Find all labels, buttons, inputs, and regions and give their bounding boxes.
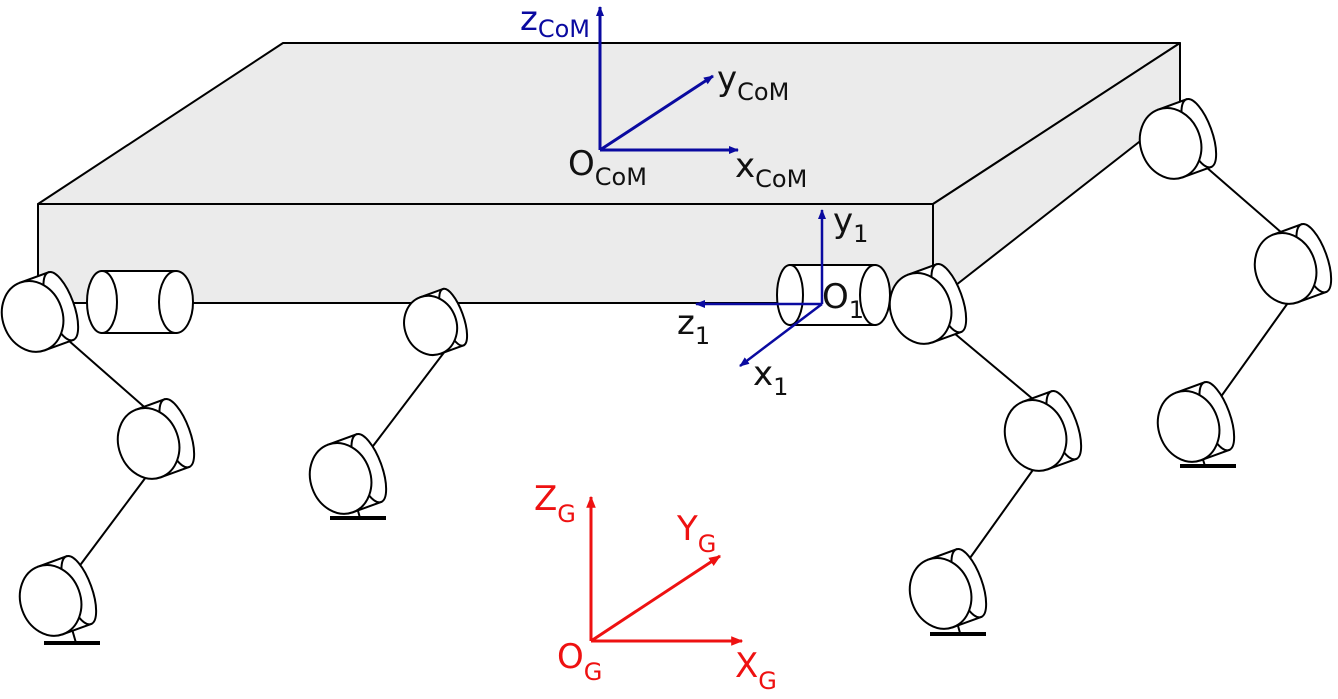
axis-y-g	[590, 554, 722, 643]
label-y-1: y1	[833, 201, 868, 248]
cylinder-fr-knee	[1003, 390, 1083, 472]
label-x-g: XG	[735, 646, 777, 695]
feet	[44, 464, 1236, 645]
label-o-1: O1	[822, 277, 864, 324]
cylinder-fr-hip-roll	[888, 263, 968, 345]
cylinder-fl-knee	[116, 398, 196, 480]
axis-x-1	[739, 303, 823, 367]
joint-cylinders	[0, 98, 1333, 637]
axis-y-com	[599, 74, 714, 152]
cylinder-joint-1	[776, 264, 891, 326]
frame-joint-1: y1 O1 z1 x1	[677, 201, 868, 401]
label-z-g: ZG	[534, 479, 576, 528]
cylinder-rr-hip	[1138, 98, 1218, 180]
label-o-g: OG	[557, 637, 602, 686]
leg-fl-shank	[74, 464, 156, 573]
label-z-1: z1	[677, 303, 710, 350]
label-y-g: YG	[676, 509, 716, 558]
cylinder-fl-ankle	[18, 555, 98, 637]
leg-fl-thigh	[59, 332, 151, 413]
leg-rr-shank	[1214, 299, 1291, 406]
cylinder-rr-knee	[1253, 223, 1333, 305]
cylinder-rr-ankle	[1156, 381, 1236, 463]
leg-fr-thigh	[947, 327, 1041, 406]
leg-rl-shank	[369, 337, 456, 451]
label-x-1: x1	[753, 354, 788, 401]
cylinder-fr-ankle	[908, 548, 988, 630]
frame-com: zCoM yCoM OCoM xCoM	[520, 0, 807, 193]
label-o-com: OCoM	[568, 144, 647, 191]
cylinder-fl-hip-pitch	[86, 270, 194, 334]
label-z-com: zCoM	[520, 0, 590, 43]
label-x-com: xCoM	[735, 146, 807, 193]
cylinder-rl-knee	[308, 433, 388, 515]
leg-rr-thigh	[1197, 159, 1291, 241]
cylinder-rl-hip	[403, 287, 469, 356]
robot-body	[37, 42, 1181, 304]
cylinder-fl-hip-roll	[0, 271, 80, 353]
frame-ground: ZG YG OG XG	[534, 479, 777, 695]
leg-fr-shank	[964, 459, 1041, 566]
label-y-com: yCoM	[717, 59, 789, 106]
